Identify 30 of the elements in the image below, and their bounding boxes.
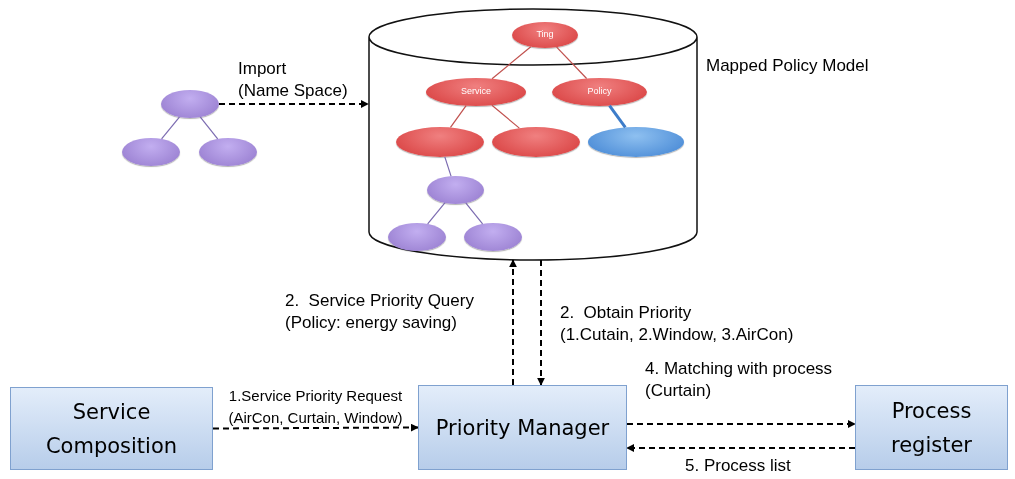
connector-line <box>465 202 484 225</box>
edge-label: 4. Matching with process (Curtain) <box>645 358 834 402</box>
edge-label: 1.Service Priority Request (AirCon, Curtain, Window) <box>227 386 404 428</box>
connector-line <box>491 46 532 80</box>
process-box: Service Composition <box>10 387 213 470</box>
connector-line <box>608 104 627 129</box>
tree-node-ellipse <box>122 138 180 166</box>
connector-line <box>491 104 520 129</box>
edge-label: Import (Name Space) <box>238 58 349 102</box>
connector-line <box>556 46 588 80</box>
connector-line <box>449 105 467 129</box>
connector-line <box>161 116 180 140</box>
arrow <box>509 259 517 386</box>
arrow <box>218 100 369 108</box>
connector-line <box>427 202 446 225</box>
connector-line <box>444 156 452 177</box>
tree-node-ellipse: Ting <box>512 22 578 48</box>
process-box: Priority Manager <box>418 385 627 470</box>
arrow <box>212 423 419 432</box>
connector-line <box>199 116 219 140</box>
edge-label: 2. Obtain Priority (1.Cutain, 2.Window, 3.AirCon) <box>560 302 795 346</box>
model-title: Mapped Policy Model <box>706 55 869 77</box>
tree-node-ellipse <box>199 138 257 166</box>
arrow <box>626 444 856 452</box>
arrow <box>537 259 545 386</box>
process-box: Process register <box>855 385 1008 470</box>
edge-label: 2. Service Priority Query (Policy: energy saving) <box>285 290 475 334</box>
tree-node-ellipse <box>161 90 219 118</box>
edge-label: 5. Process list <box>685 455 792 477</box>
arrow <box>626 420 856 428</box>
